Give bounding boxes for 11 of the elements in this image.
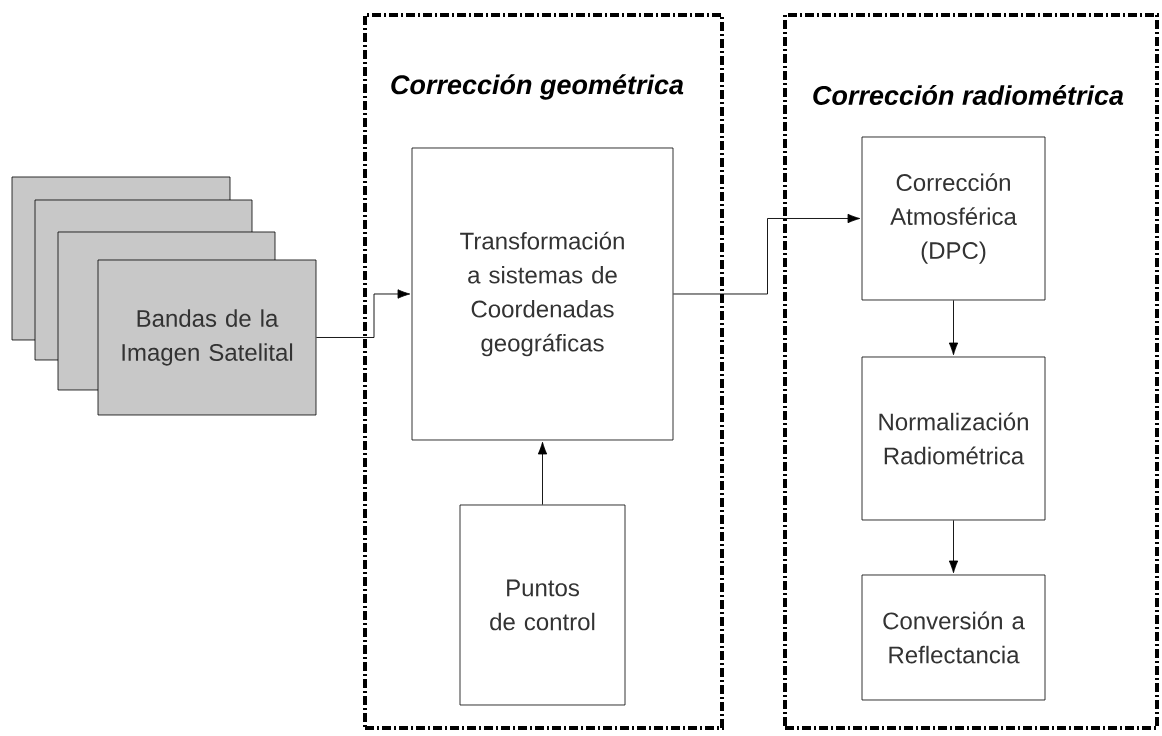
arrow <box>672 213 861 295</box>
arrow <box>315 289 411 338</box>
process-box: Corrección Atmosférica (DPC) <box>861 136 1046 301</box>
arrow <box>948 519 959 574</box>
process-box: Conversión a Reflectancia <box>861 574 1046 701</box>
process-box: Puntos de control <box>459 504 626 706</box>
arrow <box>537 441 548 506</box>
process-box: Transformación a sistemas de Coordenadas geográficas <box>411 147 674 441</box>
process-box: Normalización Radiométrica <box>861 356 1046 521</box>
arrow <box>948 299 959 356</box>
process-box: Bandas de la Imagen Satelital <box>97 259 317 416</box>
